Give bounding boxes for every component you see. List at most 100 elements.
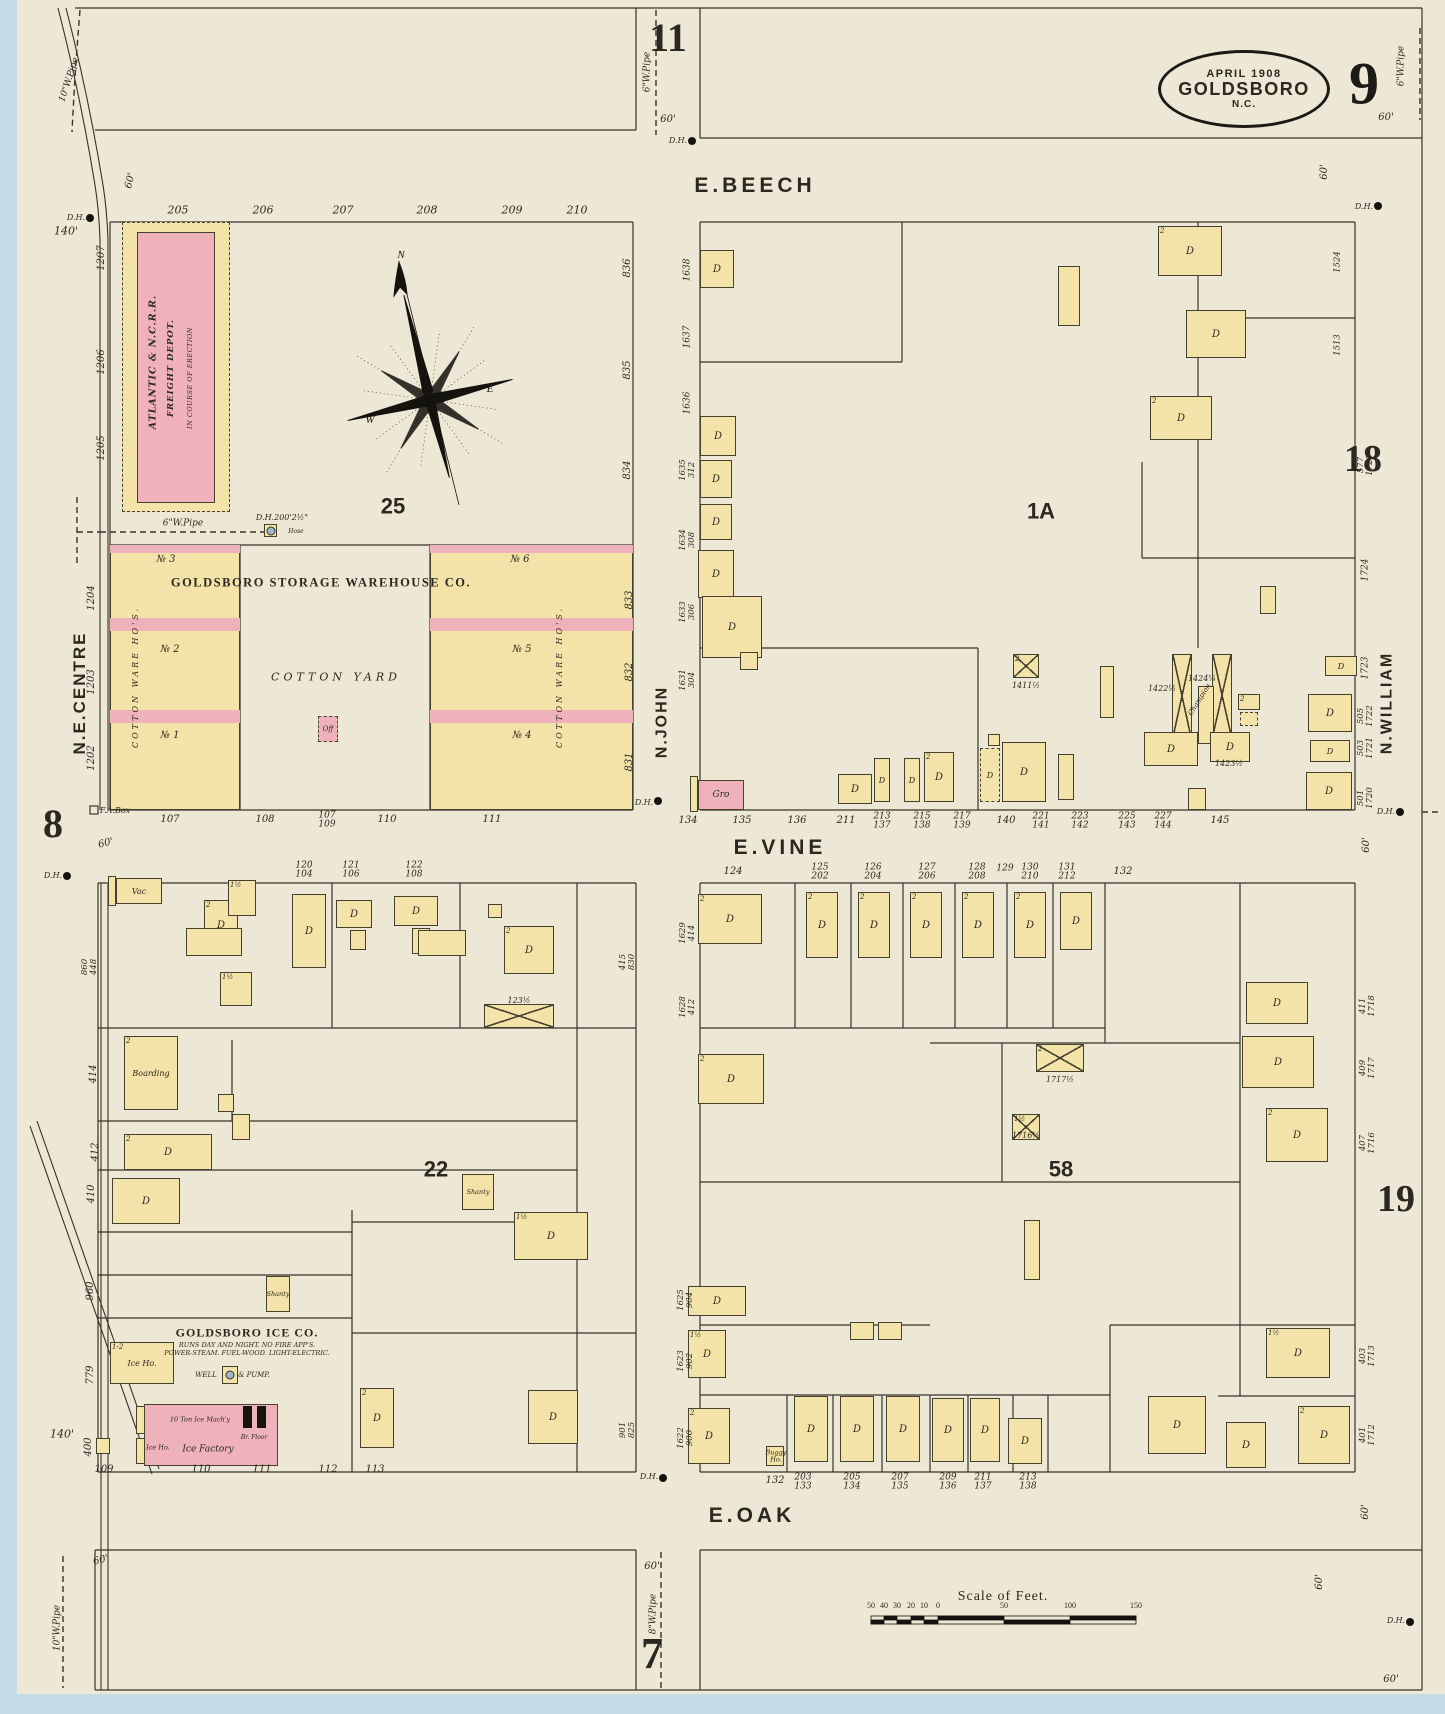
dwelling: D: [292, 894, 326, 968]
dwelling: D: [1242, 1036, 1314, 1088]
scale-tick: 50: [867, 1601, 875, 1610]
map-label: 213 138: [1019, 1472, 1037, 1492]
map-label: 1423½: [1214, 758, 1244, 768]
map-label: 127 206: [918, 862, 936, 882]
stories-label: 1½: [690, 1331, 702, 1339]
map-label: 1723: [1360, 656, 1371, 680]
dwelling: D: [702, 596, 762, 658]
map-label: Br. Floor: [240, 1433, 268, 1441]
map-label: 107: [160, 813, 180, 825]
building-label: D: [711, 516, 721, 528]
map-label: 1422½: [1147, 683, 1177, 693]
map-label: 221 141: [1032, 811, 1050, 831]
scale-tick: 0: [936, 1601, 940, 1610]
stories-label: 2: [926, 753, 931, 761]
building: [988, 734, 1000, 746]
map-label: 209: [501, 203, 523, 217]
building: [488, 904, 502, 918]
dwelling: D: [932, 1398, 964, 1462]
scale-tick: 100: [1064, 1601, 1076, 1610]
stories-label: 1½: [1268, 1329, 1280, 1337]
dwelling: D: [700, 250, 734, 288]
building: [1212, 654, 1232, 736]
stories-label: 2: [1300, 1407, 1305, 1415]
building-label: D: [1020, 1435, 1030, 1447]
building-label: D: [852, 1423, 862, 1435]
freight-depot-label-2: FREIGHT DEPOT.: [166, 319, 176, 417]
well-label: WELL: [195, 1371, 217, 1379]
map-label: 126 204: [864, 862, 882, 882]
stories-label: 2: [1016, 893, 1021, 901]
building: [430, 710, 633, 723]
map-label: 227 144: [1154, 811, 1172, 831]
map-label: 6"W.Pipe: [162, 518, 204, 529]
map-label: № 1: [160, 729, 180, 741]
map-label: 1724: [1360, 558, 1371, 582]
map-label: 225 143: [1118, 811, 1136, 831]
building-label: D: [349, 908, 359, 920]
compass-east: E: [486, 383, 494, 395]
map-label: № 6: [510, 553, 530, 565]
adjacent-sheet-11: 11: [649, 15, 687, 61]
map-label: № 4: [512, 729, 532, 741]
map-label: 10 Ton Ice Mach'y: [169, 1415, 231, 1424]
stories-label: 2: [912, 893, 917, 901]
map-label: 110: [191, 1463, 211, 1475]
building-label: D: [980, 1424, 990, 1436]
stories-label: 2: [1160, 227, 1165, 235]
street-name-n-e-centre: N.E.CENTRE: [70, 631, 90, 755]
map-label: 1207: [95, 245, 107, 271]
ice-co-label: GOLDSBORO ICE CO.: [175, 1325, 319, 1340]
building-label: D: [711, 568, 721, 580]
dwelling: D: [1210, 732, 1250, 762]
pump-label: & PUMP.: [238, 1371, 270, 1379]
building: 1½: [1012, 1114, 1040, 1140]
building-label: D: [163, 1146, 173, 1158]
building-label: D: [986, 770, 994, 780]
building-label: D: [973, 919, 983, 931]
map-label: 834: [621, 460, 633, 480]
building-label: D: [304, 925, 314, 937]
map-label: 112: [318, 1463, 338, 1475]
building-label: D: [1176, 412, 1186, 424]
title-stamp: APRIL 1908 GOLDSBORO N.C.: [1158, 50, 1330, 128]
dwelling: D: [700, 460, 732, 498]
map-label: 145: [1210, 814, 1230, 826]
map-label: Ice Ho.: [146, 1443, 170, 1452]
stories-label: 2: [1240, 695, 1245, 703]
map-label: 401 1712: [1358, 1424, 1377, 1446]
building-label: D: [1211, 328, 1221, 340]
map-label: 209 136: [939, 1472, 957, 1492]
ice-co-note-2: POWER-STEAM. FUEL-WOOD. LIGHT-ELECTRIC.: [164, 1349, 330, 1357]
stories-label: 2: [700, 895, 705, 903]
map-label: 203 133: [794, 1472, 812, 1492]
map-label: Ice Factory: [182, 1444, 234, 1455]
map-label: 1628 412: [678, 996, 697, 1018]
building-label: D: [1324, 785, 1334, 797]
hydrant-label: D.H.: [1386, 1615, 1406, 1625]
storage-warehouse-label: GOLDSBORO STORAGE WAREHOUSE CO.: [170, 575, 472, 590]
building: [690, 776, 698, 812]
hydrant-label: D.H.: [43, 870, 63, 880]
map-label: 140': [49, 1427, 75, 1441]
map-label: 136: [787, 814, 807, 826]
building-label: D: [898, 1423, 908, 1435]
map-label: 213 137: [873, 811, 891, 831]
building: [1100, 666, 1114, 718]
map-label: 1634 308: [678, 529, 697, 551]
map-label: 415 830: [618, 953, 637, 971]
map-label: 501 1720: [1356, 787, 1375, 809]
building: [1240, 712, 1258, 726]
map-label: Buggy Ho.: [765, 1448, 787, 1463]
stories-label: 1½: [230, 881, 242, 889]
map-label: 407 1716: [1358, 1132, 1377, 1154]
building: [1188, 788, 1206, 810]
map-label: 1637: [682, 325, 693, 349]
building: [110, 710, 240, 723]
map-label: 60': [1378, 111, 1394, 123]
